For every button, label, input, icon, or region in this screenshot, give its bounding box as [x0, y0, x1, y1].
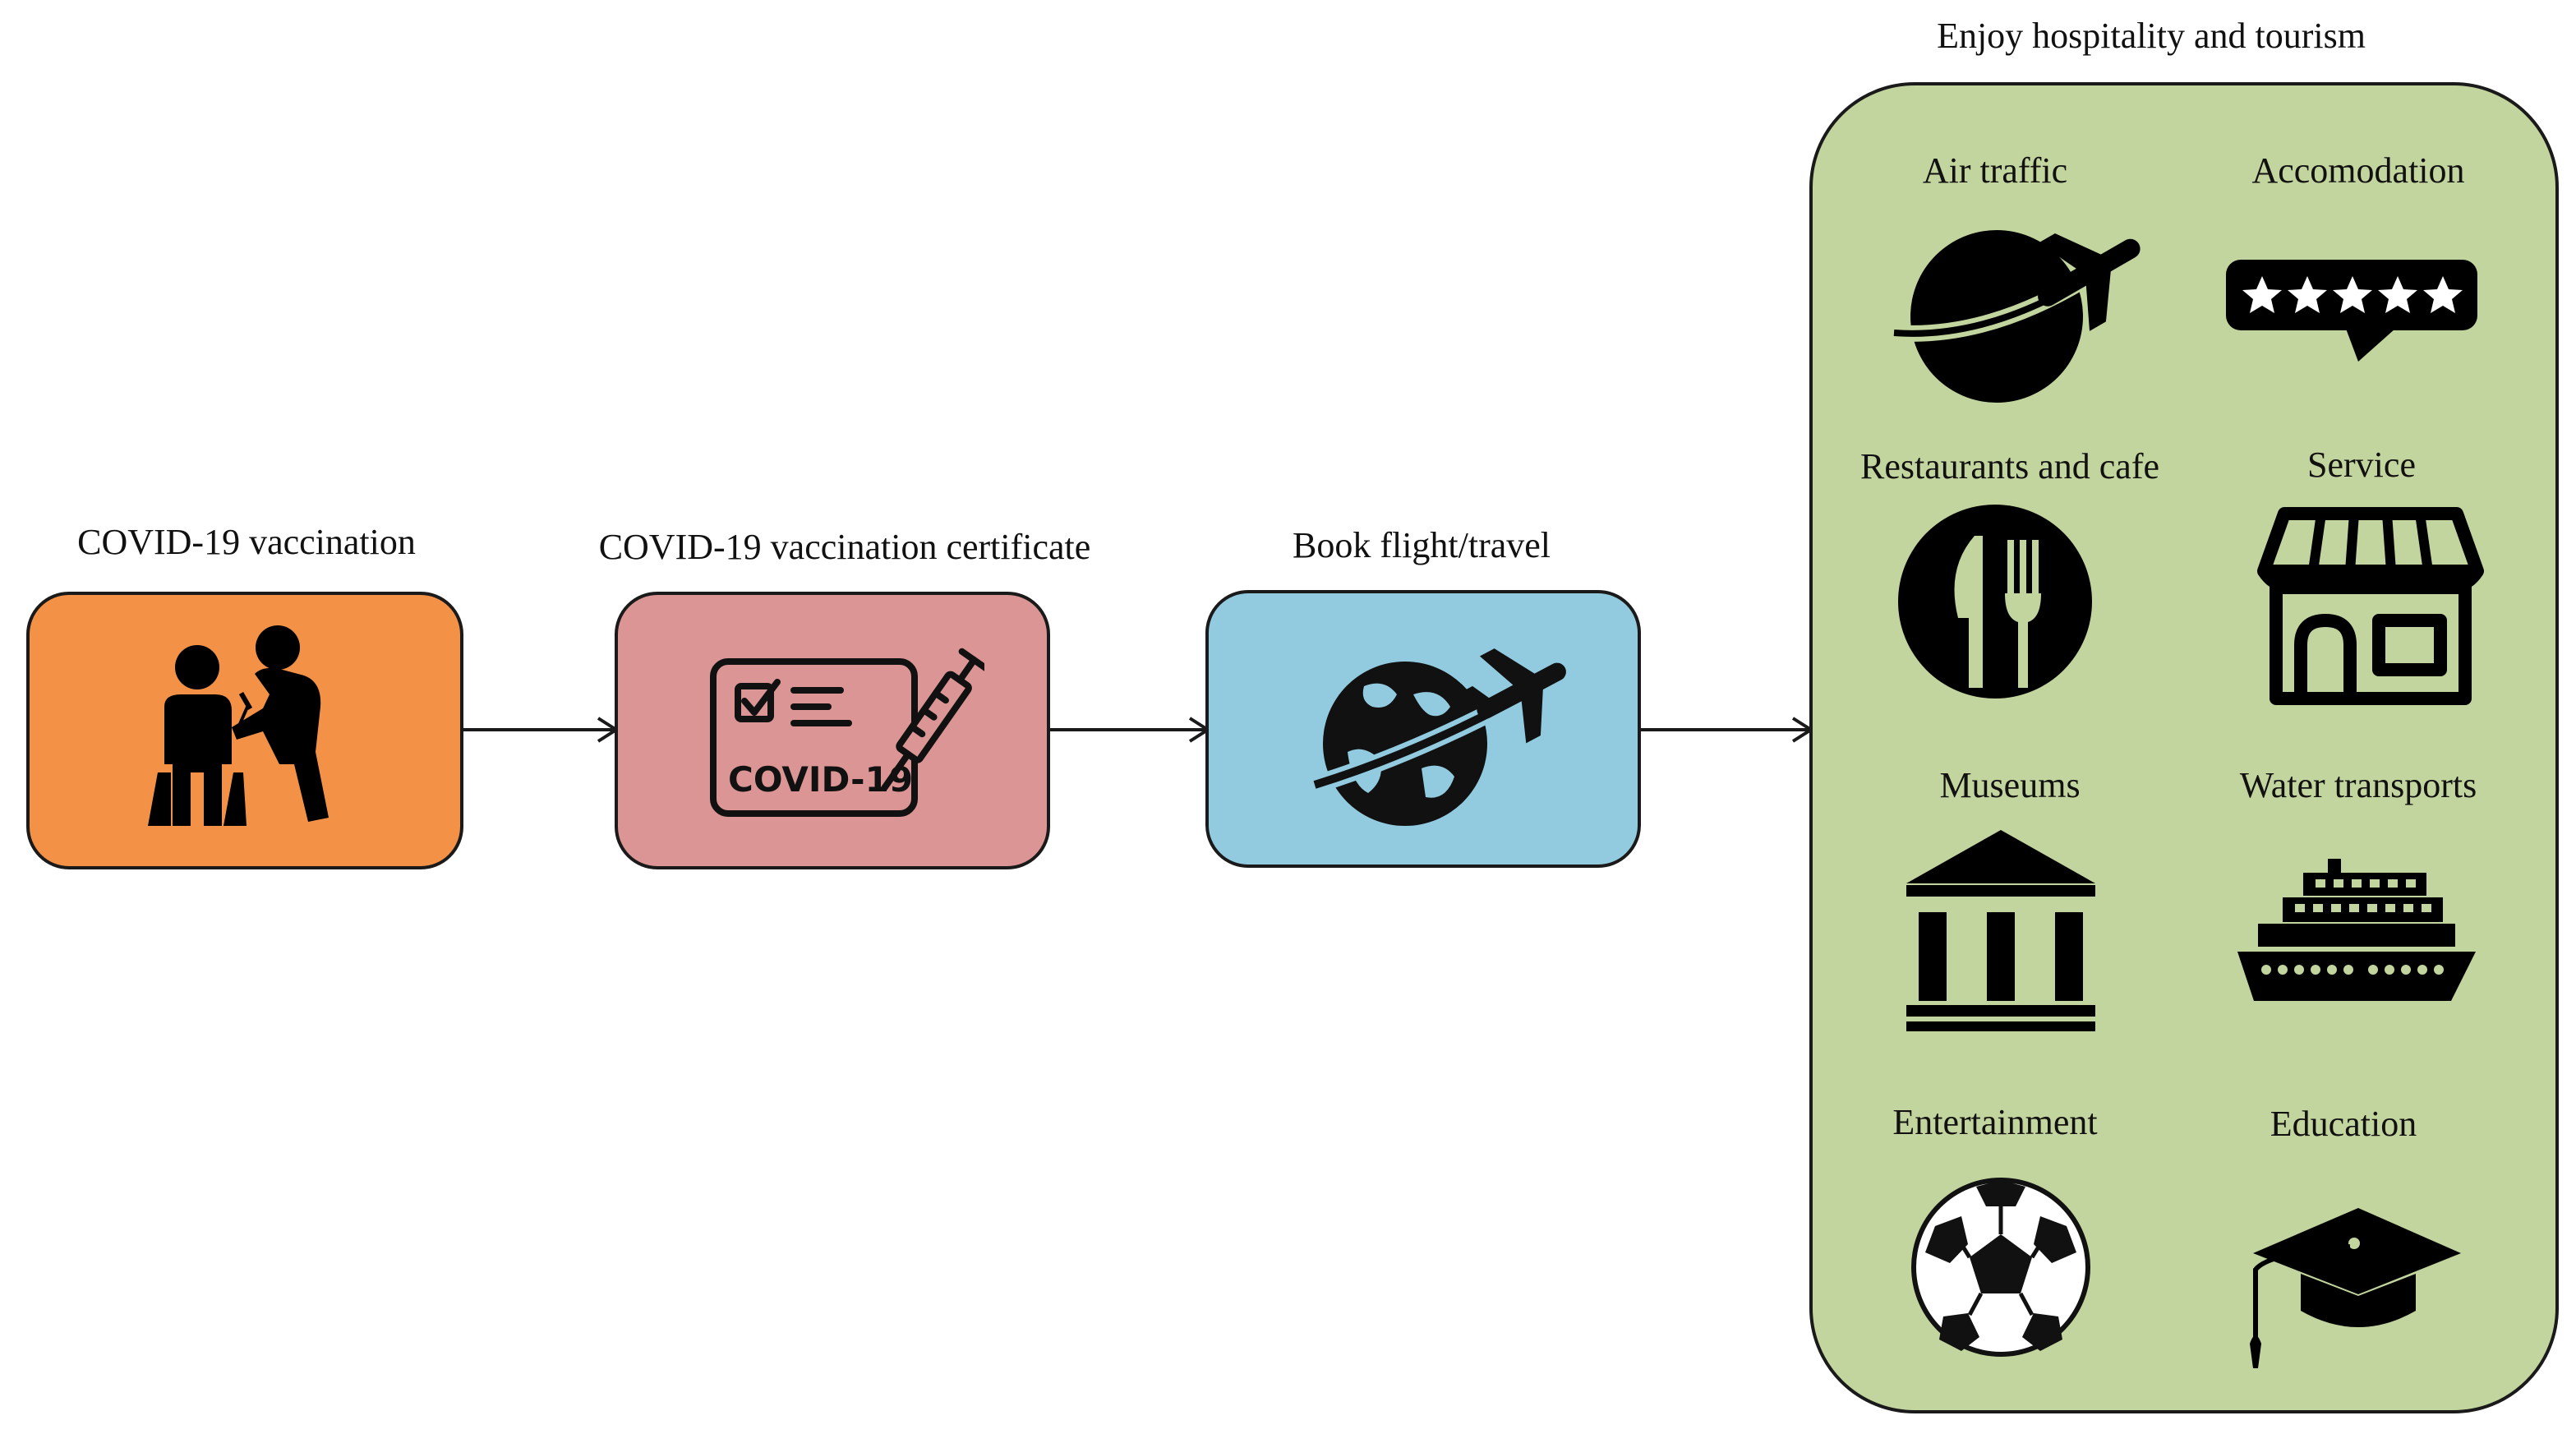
- globe-plane-icon: [1311, 648, 1566, 826]
- panel-title: Enjoy hospitality and tourism: [1937, 16, 2366, 56]
- item-water-transports-label: Water transports: [2239, 765, 2477, 805]
- item-museums-label: Museums: [1939, 765, 2081, 805]
- storefront-icon: [2257, 507, 2484, 705]
- museum-icon: [1906, 830, 2095, 1031]
- graduation-cap-icon: [2250, 1208, 2461, 1368]
- knife-fork-icon: [1898, 505, 2092, 699]
- certificate-icon: COVID-19: [710, 648, 984, 817]
- certificate-badge: COVID-19: [728, 759, 913, 800]
- step-book-flight-label: Book flight/travel: [1292, 525, 1551, 565]
- cruise-ship-icon: [2237, 859, 2476, 1001]
- five-star-rating-icon: [2226, 260, 2477, 362]
- step-vaccination-label: COVID-19 vaccination: [77, 522, 416, 562]
- airplane-globe-icon: [1893, 230, 2141, 403]
- item-accommodation-label: Accomodation: [2251, 150, 2465, 191]
- item-entertainment-label: Entertainment: [1892, 1102, 2098, 1142]
- item-education-label: Education: [2270, 1104, 2417, 1144]
- step-certificate-box: [615, 592, 1050, 869]
- item-restaurants-label: Restaurants and cafe: [1859, 446, 2160, 486]
- vaccination-icon: [148, 625, 329, 826]
- step-certificate-label: COVID-19 vaccination certificate: [598, 527, 1091, 567]
- soccer-ball-icon: [1911, 1178, 2090, 1357]
- item-air-traffic-label: Air traffic: [1922, 150, 2068, 191]
- item-service-label: Service: [2307, 445, 2416, 485]
